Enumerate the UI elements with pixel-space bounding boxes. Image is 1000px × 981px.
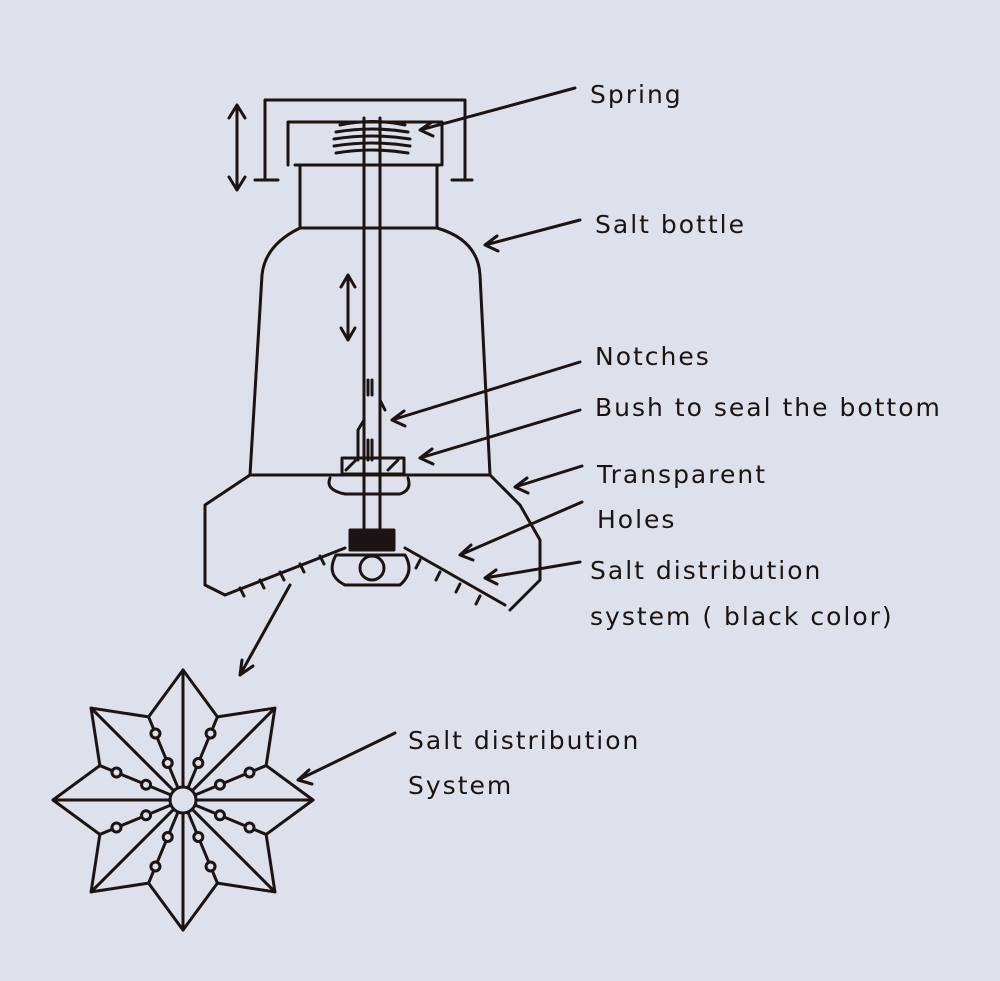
hole [204, 727, 217, 740]
hole [243, 766, 256, 779]
bottom-nut [330, 528, 411, 587]
hole [192, 830, 205, 843]
distribution-arm [194, 764, 268, 797]
star-ray [191, 808, 277, 894]
hole [243, 821, 256, 834]
distribution-arm [98, 803, 172, 836]
bottle-neck [298, 163, 439, 230]
hole [149, 860, 162, 873]
distribution-arm [147, 811, 180, 885]
hole [110, 821, 123, 834]
bush-nut [327, 456, 411, 496]
hole [213, 778, 226, 791]
star-ray [191, 706, 277, 792]
label-star-1: Salt distribution [408, 726, 641, 755]
star-ray [89, 706, 175, 792]
distribution-arm [98, 764, 172, 797]
hole [192, 757, 205, 770]
distribution-arm [194, 803, 268, 836]
base-flange [203, 473, 542, 612]
rod [356, 116, 387, 542]
label-spring: Spring [590, 80, 683, 109]
hole [204, 860, 217, 873]
hole [161, 757, 174, 770]
hole [213, 809, 226, 822]
star-ray [89, 808, 175, 894]
movement-arrows [227, 103, 357, 342]
leader-lines [238, 86, 584, 786]
hole [149, 727, 162, 740]
label-notches: Notches [595, 342, 711, 371]
distribution-arm [186, 811, 219, 885]
label-salt-bottle: Salt bottle [595, 210, 746, 239]
distribution-arm [186, 715, 219, 789]
hole [110, 766, 123, 779]
hole [161, 830, 174, 843]
bottle-body [248, 226, 492, 477]
label-star-2: System [408, 771, 514, 800]
hole [140, 809, 153, 822]
label-holes: Holes [597, 505, 677, 534]
label-system-black: system ( black color) [590, 602, 894, 631]
label-bush: Bush to seal the bottom [595, 393, 942, 422]
salt-distribution-star [51, 668, 315, 932]
distribution-arm [147, 715, 180, 789]
label-transparent: Transparent [597, 460, 768, 489]
hole [140, 778, 153, 791]
spring [332, 120, 412, 155]
center-hub [168, 785, 198, 815]
label-salt-distribution: Salt distribution [590, 556, 823, 585]
